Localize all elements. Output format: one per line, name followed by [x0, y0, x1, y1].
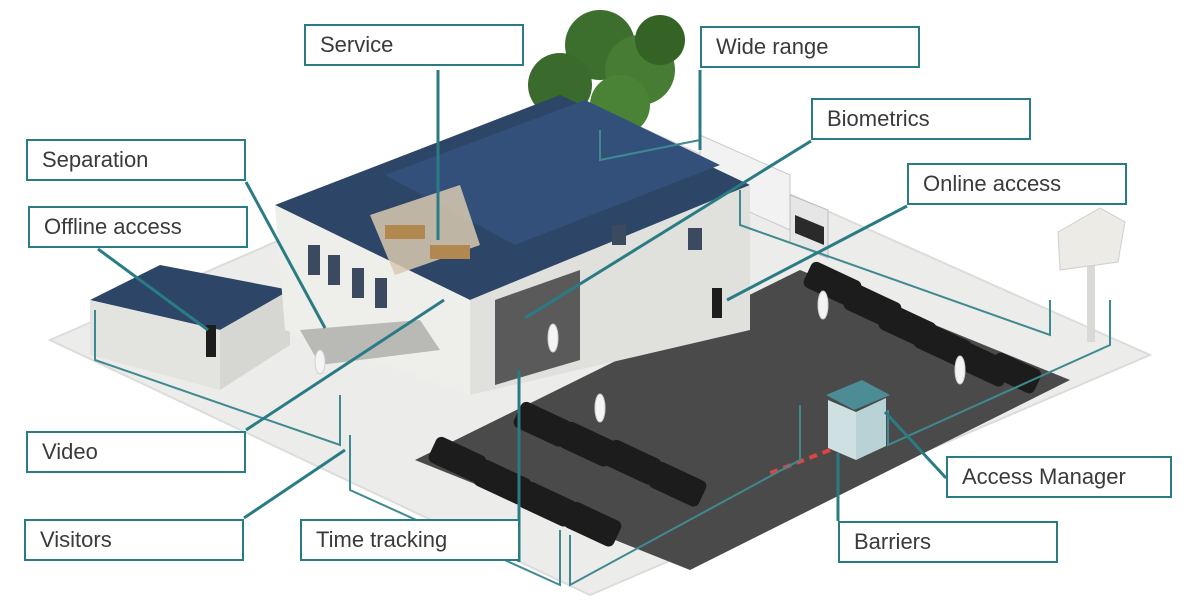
callout-online-access: Online access [907, 163, 1127, 205]
leader-access-manager [883, 410, 948, 480]
callout-wide-range: Wide range [700, 26, 920, 68]
callout-video: Video [26, 431, 246, 473]
callout-offline-access: Offline access [28, 206, 248, 248]
leader-offline-access [97, 247, 209, 332]
leader-separation [244, 181, 327, 329]
leader-online-access [726, 204, 908, 302]
parking-asphalt [415, 270, 1070, 570]
barrier-arm [764, 448, 831, 477]
callout-time-tracking: Time tracking [300, 519, 520, 561]
callout-service: Service [304, 24, 524, 66]
guard-booth [826, 380, 890, 460]
tree [528, 10, 685, 135]
signboard [1057, 207, 1126, 342]
callout-visitors: Visitors [24, 519, 244, 561]
people [314, 290, 966, 423]
leader-biometrics [524, 139, 812, 320]
leader-video [245, 298, 445, 432]
callout-barriers: Barriers [838, 521, 1058, 563]
parked-cars [428, 261, 1042, 547]
callout-biometrics: Biometrics [811, 98, 1031, 140]
callout-separation: Separation [26, 139, 246, 181]
perimeter-fence [94, 130, 1111, 587]
main-building [275, 95, 750, 395]
callout-access-manager: Access Manager [946, 456, 1172, 498]
leader-visitors [243, 448, 346, 520]
